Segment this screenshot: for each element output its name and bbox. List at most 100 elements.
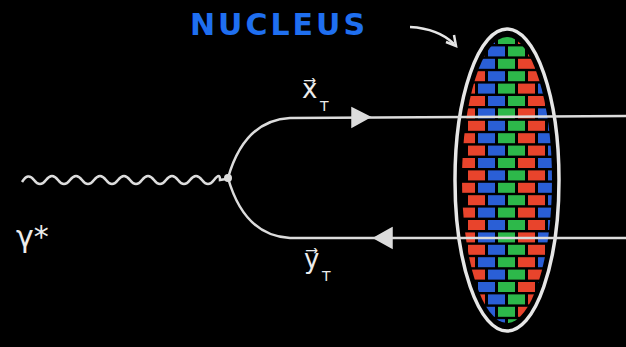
color-square [498, 208, 515, 218]
color-square [548, 46, 565, 56]
color-square [498, 84, 515, 94]
color-square [548, 71, 565, 81]
color-square [508, 71, 525, 81]
color-square [498, 282, 515, 292]
color-square [488, 245, 505, 255]
color-square [508, 46, 525, 56]
color-square [518, 208, 535, 218]
color-square [468, 170, 485, 180]
color-square [488, 170, 505, 180]
color-square [548, 294, 565, 304]
color-square [488, 121, 505, 131]
color-square [538, 307, 555, 317]
color-square [488, 96, 505, 106]
color-square [508, 96, 525, 106]
color-square [528, 319, 545, 329]
position-symbol: x⃗ [302, 76, 317, 102]
color-square [538, 183, 555, 193]
color-square [528, 146, 545, 156]
color-square [478, 257, 495, 267]
color-square [518, 183, 535, 193]
color-square [498, 34, 515, 44]
color-square [528, 195, 545, 205]
nucleus-outline [455, 29, 559, 331]
color-square [468, 270, 485, 280]
callout-arrowhead [446, 35, 456, 46]
color-square [508, 270, 525, 280]
vertex-dot [224, 174, 232, 182]
color-square [498, 133, 515, 143]
color-square [528, 220, 545, 230]
subscript: T [320, 99, 329, 113]
color-square [498, 183, 515, 193]
color-square [548, 319, 565, 329]
color-square [458, 133, 475, 143]
color-square [538, 34, 555, 44]
color-square [458, 183, 475, 193]
color-square [478, 158, 495, 168]
color-square [468, 220, 485, 230]
color-square [468, 195, 485, 205]
photon-line [22, 176, 226, 184]
color-square [508, 146, 525, 156]
color-square [488, 195, 505, 205]
color-square [518, 59, 535, 69]
color-square [468, 319, 485, 329]
color-square [468, 121, 485, 131]
color-square [478, 282, 495, 292]
color-square [518, 133, 535, 143]
color-square [538, 133, 555, 143]
nucleus-title: NUCLEUS [190, 10, 368, 40]
color-square [538, 208, 555, 218]
photon-label: γ* [16, 222, 49, 252]
color-square [488, 294, 505, 304]
antiquark-line [228, 178, 626, 238]
color-square [488, 146, 505, 156]
color-square [498, 158, 515, 168]
color-charges [458, 34, 565, 329]
color-square [488, 71, 505, 81]
color-square [528, 121, 545, 131]
color-square [468, 146, 485, 156]
color-square [508, 294, 525, 304]
subscript: T [322, 269, 331, 283]
color-square [528, 96, 545, 106]
color-square [518, 257, 535, 267]
color-square [528, 170, 545, 180]
color-square [498, 257, 515, 267]
arrowhead [352, 108, 370, 127]
color-square [518, 84, 535, 94]
color-square [518, 158, 535, 168]
color-square [488, 46, 505, 56]
arrowhead [374, 228, 392, 248]
color-square [478, 208, 495, 218]
color-square [458, 208, 475, 218]
color-square [498, 307, 515, 317]
color-square [548, 170, 565, 180]
color-square [508, 195, 525, 205]
color-square [458, 158, 475, 168]
color-square [508, 245, 525, 255]
color-square [528, 245, 545, 255]
color-square [458, 257, 475, 267]
color-square [468, 96, 485, 106]
color-square [468, 245, 485, 255]
color-square [488, 220, 505, 230]
color-square [478, 84, 495, 94]
color-square [548, 195, 565, 205]
color-square [478, 133, 495, 143]
color-square [508, 170, 525, 180]
color-square [548, 245, 565, 255]
color-square [488, 270, 505, 280]
color-square [478, 183, 495, 193]
color-square [458, 34, 475, 44]
color-square [518, 282, 535, 292]
color-square [538, 158, 555, 168]
quark-line [228, 116, 626, 178]
color-square [508, 121, 525, 131]
position-symbol: y⃗ [304, 246, 319, 272]
color-square [548, 270, 565, 280]
color-square [528, 270, 545, 280]
